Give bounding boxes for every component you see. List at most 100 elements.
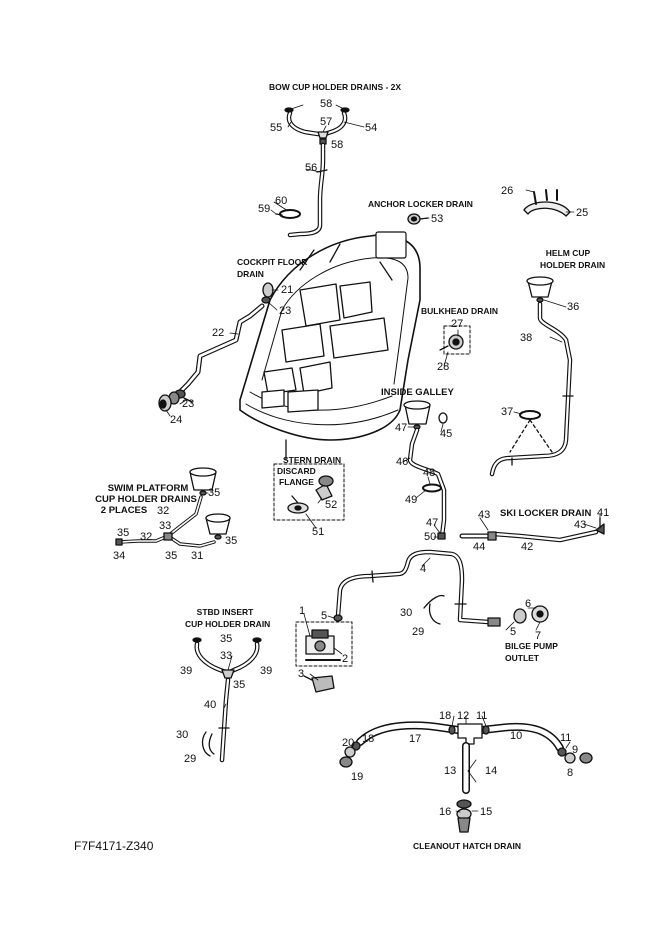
callout-31: 31 xyxy=(191,550,204,562)
central-drain-hose-assembly xyxy=(333,549,549,627)
callout-13: 13 xyxy=(444,765,457,777)
bow-cup-holder-drain-assembly xyxy=(275,107,350,238)
callout-40: 40 xyxy=(204,699,217,711)
callout-37: 37 xyxy=(501,406,514,418)
callout-5: 5 xyxy=(321,610,328,622)
callout-35: 35 xyxy=(165,550,178,562)
diagram-code: F7F4171-Z340 xyxy=(74,839,154,853)
ski-locker-drain-assembly xyxy=(459,517,605,543)
label-cockpit-floor-drain-line1: COCKPIT FLOOR xyxy=(237,257,308,267)
callout-58: 58 xyxy=(320,98,333,110)
stern-drain-assembly xyxy=(273,463,345,521)
callout-35: 35 xyxy=(220,633,233,645)
callout-51: 51 xyxy=(312,526,325,538)
callout-38: 38 xyxy=(520,332,533,344)
callout-14: 14 xyxy=(485,765,498,777)
callout-8: 8 xyxy=(567,767,574,779)
callout-54: 54 xyxy=(365,122,378,134)
leader-lines xyxy=(165,104,601,813)
callout-47: 47 xyxy=(426,517,439,529)
cockpit-floor-drain-assembly xyxy=(158,282,274,412)
callout-28: 28 xyxy=(437,361,450,373)
callout-44: 44 xyxy=(473,541,486,553)
callout-5: 5 xyxy=(510,626,517,638)
callout-25: 25 xyxy=(576,207,589,219)
callout-55: 55 xyxy=(270,122,283,134)
callout-56: 56 xyxy=(305,162,318,174)
callout-22: 22 xyxy=(212,327,225,339)
callout-36: 36 xyxy=(567,301,580,313)
callout-23: 23 xyxy=(279,305,292,317)
label-helm-cup-holder-drain-line1: HELM CUP xyxy=(545,248,591,258)
label-bilge-pump-outlet-line1: BILGE PUMP xyxy=(505,641,558,651)
callout-39: 39 xyxy=(260,665,273,677)
label-cockpit-floor-drain-line2: DRAIN xyxy=(237,269,264,279)
label-swim-platform-line1: SWIM PLATFORM xyxy=(107,483,189,494)
callout-39: 39 xyxy=(180,665,193,677)
callout-35: 35 xyxy=(225,535,238,547)
callout-52: 52 xyxy=(325,499,338,511)
label-swim-platform-line3: 2 PLACES xyxy=(100,505,148,516)
callout-57: 57 xyxy=(320,116,333,128)
callout-11: 11 xyxy=(560,732,572,744)
callout-30: 30 xyxy=(176,729,189,741)
anchor-locker-drain-fitting xyxy=(407,213,429,225)
callout-46: 46 xyxy=(396,456,409,468)
cleanout-hatch-drain-assembly xyxy=(339,721,593,833)
callout-10: 10 xyxy=(510,730,523,742)
callout-29: 29 xyxy=(412,626,425,638)
swim-platform-cup-holder-assembly xyxy=(115,467,231,548)
callout-53: 53 xyxy=(431,213,444,225)
callout-35: 35 xyxy=(208,487,221,499)
callout-29: 29 xyxy=(184,753,197,765)
callout-17: 17 xyxy=(409,733,422,745)
callout-32: 32 xyxy=(140,531,153,543)
callout-45: 45 xyxy=(440,428,453,440)
callout-26: 26 xyxy=(501,185,514,197)
boat-hull-drawing xyxy=(239,231,421,461)
callout-3: 3 xyxy=(298,668,305,680)
callout-20: 20 xyxy=(342,737,355,749)
callout-4: 4 xyxy=(420,563,427,575)
label-stern-drain: STERN DRAIN xyxy=(283,455,342,465)
label-stbd-insert-line2: CUP HOLDER DRAIN xyxy=(185,619,271,629)
callout-34: 34 xyxy=(113,550,126,562)
callout-24: 24 xyxy=(170,414,183,426)
callout-9: 9 xyxy=(572,744,579,756)
callout-21: 21 xyxy=(281,284,294,296)
label-bow-cup-holder-drains: BOW CUP HOLDER DRAINS - 2X xyxy=(269,82,402,92)
label-discard-flange-line2: FLANGE xyxy=(279,477,314,487)
callout-59: 59 xyxy=(258,203,271,215)
callout-48: 48 xyxy=(423,467,436,479)
callout-7: 7 xyxy=(535,630,542,642)
inside-galley-drain-assembly xyxy=(403,400,448,540)
callout-18: 18 xyxy=(362,733,375,745)
bulkhead-drain-fitting xyxy=(439,325,471,355)
callout-41: 41 xyxy=(597,507,610,519)
label-ski-locker-drain: SKI LOCKER DRAIN xyxy=(500,508,592,519)
callout-12: 12 xyxy=(457,710,470,722)
callout-15: 15 xyxy=(480,806,493,818)
callout-1: 1 xyxy=(299,605,306,617)
label-stbd-insert-line1: STBD INSERT xyxy=(196,607,254,617)
label-cleanout-hatch-drain: CLEANOUT HATCH DRAIN xyxy=(413,841,521,851)
callout-33: 33 xyxy=(159,520,172,532)
label-anchor-locker-drain: ANCHOR LOCKER DRAIN xyxy=(368,199,473,209)
callout-35: 35 xyxy=(117,527,130,539)
label-bulkhead-drain: BULKHEAD DRAIN xyxy=(421,306,498,316)
callout-2: 2 xyxy=(342,653,349,665)
callout-23: 23 xyxy=(182,398,195,410)
callout-42: 42 xyxy=(521,541,534,553)
callout-30: 30 xyxy=(400,607,413,619)
callout-11: 11 xyxy=(476,710,488,722)
label-swim-platform-line2: CUP HOLDER DRAINS xyxy=(95,494,197,505)
label-inside-galley: INSIDE GALLEY xyxy=(381,387,454,398)
callout-60: 60 xyxy=(275,195,288,207)
bracket-part-25 xyxy=(523,189,571,217)
callout-33: 33 xyxy=(220,650,233,662)
callout-16: 16 xyxy=(439,806,452,818)
callout-6: 6 xyxy=(525,598,532,610)
callout-19: 19 xyxy=(351,771,364,783)
label-bilge-pump-outlet-line2: OUTLET xyxy=(505,653,539,663)
